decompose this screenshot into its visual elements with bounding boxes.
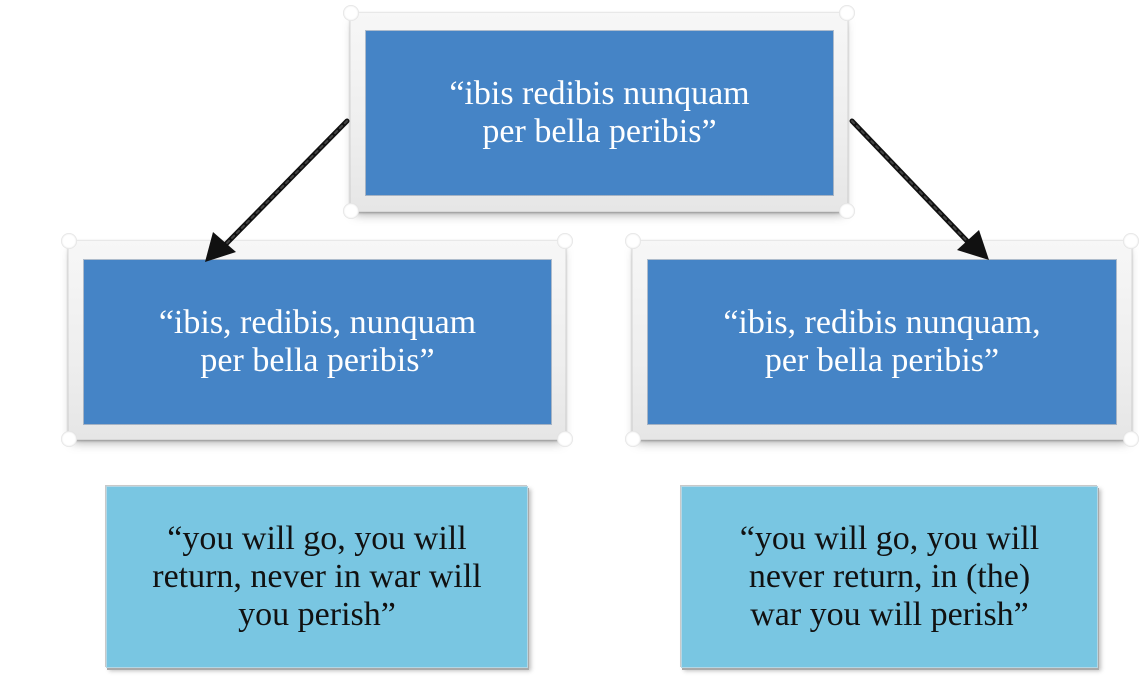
right-translation-box: “you will go, you will never return, in … xyxy=(681,486,1098,668)
frame-corner xyxy=(839,203,855,219)
top-phrase-text: “ibis redibis nunquam per bella peribis” xyxy=(449,75,750,150)
left-translation-box: “you will go, you will return, never in … xyxy=(106,486,528,668)
frame-corner xyxy=(625,431,641,447)
frame-corner xyxy=(343,203,359,219)
right-translation-text: “you will go, you will never return, in … xyxy=(739,520,1040,633)
left-phrase-box: “ibis, redibis, nunquam per bella peribi… xyxy=(84,260,551,424)
right-phrase-box: “ibis, redibis nunquam, per bella peribi… xyxy=(648,260,1116,424)
left-phrase-text: “ibis, redibis, nunquam per bella peribi… xyxy=(158,304,477,379)
frame-corner xyxy=(61,431,77,447)
frame-corner xyxy=(1123,431,1139,447)
right-phrase-text: “ibis, redibis nunquam, per bella peribi… xyxy=(723,304,1041,379)
top-phrase-box: “ibis redibis nunquam per bella peribis” xyxy=(366,31,833,195)
frame-corner xyxy=(557,431,573,447)
left-translation-text: “you will go, you will return, never in … xyxy=(152,520,482,633)
